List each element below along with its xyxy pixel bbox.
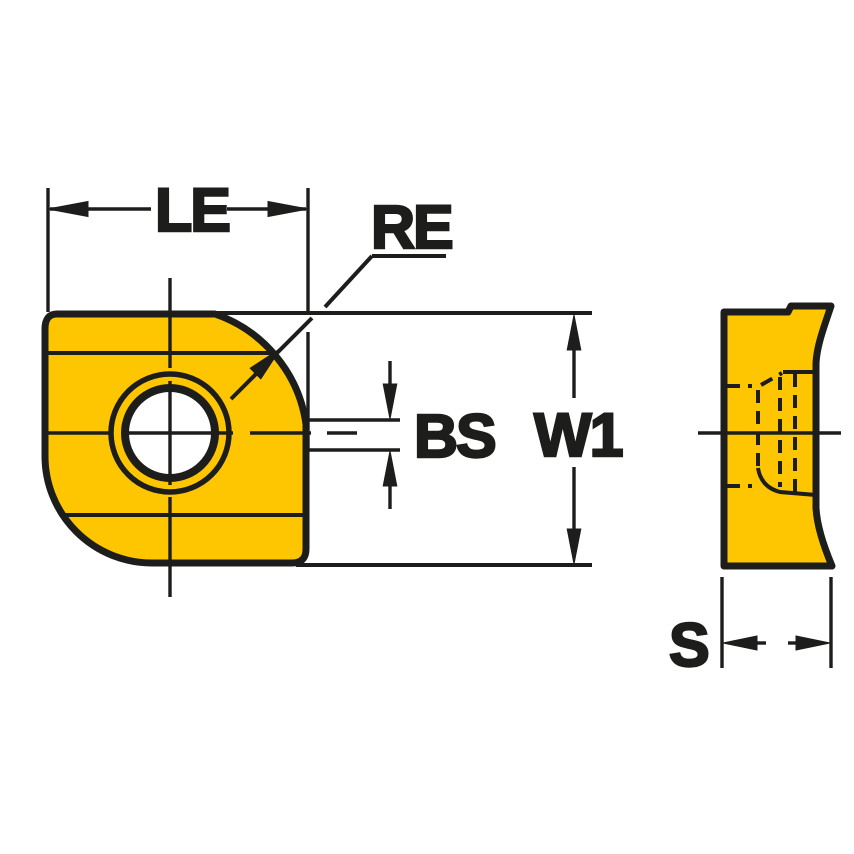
re-label: RE [371, 193, 452, 261]
w1-arrowhead-up [566, 314, 582, 351]
insert-top-view [41, 278, 357, 597]
re-leader-line [323, 254, 374, 309]
side-view-body [720, 302, 836, 570]
insert-side-view [698, 302, 841, 570]
w1-label: W1 [534, 401, 623, 469]
hidden-hole-dashed-lines [727, 371, 797, 492]
dimension-w1: W1 [533, 314, 626, 565]
drawing-root: LE RE [41, 175, 841, 680]
dimension-bs: BS [308, 361, 498, 509]
re-arrowhead [249, 347, 282, 380]
bs-arrowhead-up [382, 450, 398, 487]
s-arrowhead-right [795, 635, 831, 651]
le-arrowhead-right [267, 200, 309, 218]
bs-label: BS [414, 402, 495, 470]
le-label: LE [155, 176, 229, 244]
s-label: S [669, 611, 708, 679]
bs-arrowhead-down [382, 383, 398, 420]
dimension-re: RE [229, 192, 455, 401]
dimension-le: LE [46, 175, 310, 450]
hidden-hole-solid-lines [756, 370, 817, 497]
w1-arrowhead-down [566, 528, 582, 565]
le-arrowhead-left [47, 200, 89, 218]
dimension-s: S [668, 577, 833, 680]
